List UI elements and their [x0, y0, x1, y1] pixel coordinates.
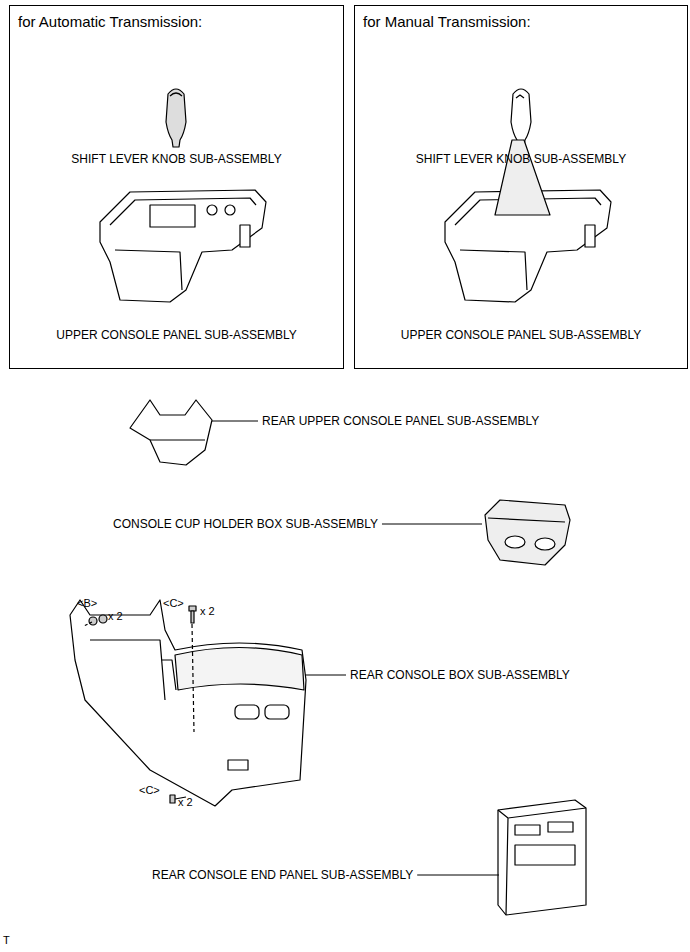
- drawing-stroke: [485, 500, 570, 565]
- screws: [84, 606, 196, 803]
- drawing-stroke: [192, 624, 194, 732]
- rear-console-box: [70, 600, 306, 806]
- drawing-stroke: [265, 705, 289, 719]
- drawing-stroke: [170, 93, 182, 96]
- part-name: UPPER CONSOLE PANEL SUB-ASSEMBLY: [355, 328, 687, 342]
- rear-console-end-panel: [498, 800, 586, 915]
- quantity: x 2: [178, 796, 193, 809]
- drawing-stroke: [515, 825, 540, 835]
- drawing-stroke: [498, 808, 586, 915]
- drawing-stroke: [460, 250, 527, 290]
- drawing-stroke: [515, 845, 575, 865]
- drawing-stroke: [207, 205, 217, 215]
- drawing-stroke: [84, 622, 92, 626]
- drawing-stroke: [240, 225, 250, 247]
- part-name: REAR CONSOLE END PANEL SUB-ASSEMBLY: [152, 868, 413, 882]
- at-shift-knob: [166, 89, 186, 147]
- drawing-stroke: [225, 205, 235, 215]
- drawing-stroke: [505, 536, 525, 548]
- variant-panel: for Automatic Transmission: SHIFT LEVER K…: [9, 5, 344, 369]
- drawing-stroke: [90, 640, 165, 700]
- part-name: CONSOLE CUP HOLDER BOX SUB-ASSEMBLY: [113, 517, 378, 531]
- drawing-stroke: [228, 760, 248, 770]
- drawing-stroke: [189, 606, 196, 611]
- drawing-stroke: [70, 600, 306, 806]
- fastener-code: <C>: [163, 597, 184, 610]
- fastener-code: <B>: [77, 597, 97, 610]
- part-name: SHIFT LEVER KNOB SUB-ASSEMBLY: [355, 152, 687, 166]
- drawing-stroke: [170, 795, 175, 803]
- drawing-stroke: [99, 615, 107, 623]
- drawing-stroke: [166, 89, 186, 147]
- drawing-stroke: [212, 421, 258, 422]
- drawing-stroke: [191, 611, 194, 623]
- drawing-stroke: [130, 400, 212, 465]
- quantity: x 2: [108, 610, 123, 623]
- page-mark: T: [3, 934, 10, 947]
- drawing-stroke: [305, 675, 346, 676]
- drawing-stroke: [498, 800, 586, 915]
- console-cup-holder-box: [485, 500, 570, 565]
- drawing-stroke: [585, 225, 595, 247]
- rear-upper-console-panel: [130, 400, 212, 465]
- drawing-stroke: [488, 518, 565, 522]
- quantity: x 2: [200, 605, 215, 618]
- part-name: SHIFT LEVER KNOB SUB-ASSEMBLY: [10, 152, 343, 166]
- at-upper-console-panel: [100, 190, 266, 302]
- drawing-stroke: [89, 617, 97, 625]
- drawing-stroke: [115, 250, 182, 290]
- drawing-stroke: [100, 190, 266, 302]
- drawing-stroke: [548, 822, 573, 832]
- drawing-stroke: [535, 538, 555, 550]
- part-name: REAR UPPER CONSOLE PANEL SUB-ASSEMBLY: [262, 414, 539, 428]
- drawing-stroke: [150, 439, 205, 440]
- mt-shift-knob: [511, 89, 531, 147]
- drawing-stroke: [235, 705, 259, 719]
- leader-lines: [212, 421, 499, 875]
- part-name: UPPER CONSOLE PANEL SUB-ASSEMBLY: [10, 328, 343, 342]
- drawing-stroke: [382, 524, 482, 525]
- drawing-stroke: [516, 95, 524, 98]
- variant-heading: for Manual Transmission:: [363, 13, 531, 31]
- drawing-stroke: [175, 648, 304, 691]
- variant-panel: for Manual Transmission: SHIFT LEVER KNOB…: [354, 5, 688, 369]
- drawing-stroke: [417, 875, 499, 876]
- part-name: REAR CONSOLE BOX SUB-ASSEMBLY: [350, 668, 570, 682]
- drawing-stroke: [495, 140, 550, 215]
- fastener-code: <C>: [139, 784, 160, 797]
- drawing-stroke: [150, 205, 195, 227]
- variant-heading: for Automatic Transmission:: [18, 13, 202, 31]
- drawing-stroke: [511, 89, 531, 147]
